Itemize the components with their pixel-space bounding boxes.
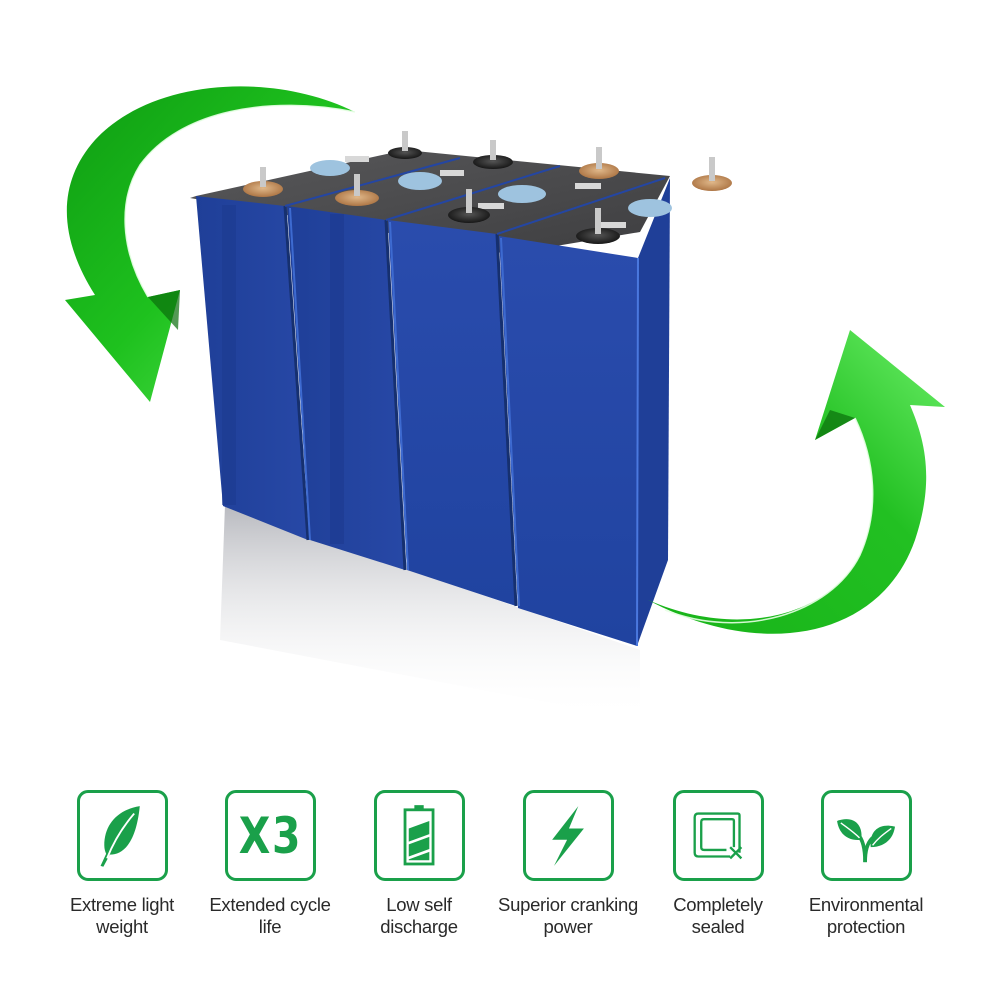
feather-icon xyxy=(100,806,140,867)
feature-light-weight: Extreme light weight xyxy=(47,790,197,938)
battery-cell-2 xyxy=(287,206,407,571)
battery-illustration xyxy=(65,86,945,720)
feature-label: Low self discharge xyxy=(380,894,458,937)
battery-cell-4 xyxy=(499,178,670,647)
floor-shadow xyxy=(220,505,640,720)
feature-icon-box: X3 xyxy=(224,790,316,881)
feature-label: Extended cycle life xyxy=(209,894,331,937)
feature-icon-box xyxy=(672,790,764,881)
lightning-icon xyxy=(551,806,584,866)
feature-cranking-power: Superior cranking power xyxy=(493,790,643,938)
product-scene xyxy=(65,86,945,720)
sprout-icon xyxy=(836,819,895,863)
feature-environmental: Environmental protection xyxy=(791,790,941,938)
feature-list: Extreme light weight X3 Extended cycle l… xyxy=(0,790,1000,950)
feature-icon-box xyxy=(820,790,912,881)
feature-sealed: Completely sealed xyxy=(643,790,793,938)
curved-arrow-up-icon xyxy=(648,330,945,634)
feature-icon-box xyxy=(522,790,614,881)
vent-labels xyxy=(310,160,672,217)
feature-label: Superior cranking power xyxy=(498,894,638,937)
feature-cycle-life: X3 Extended cycle life xyxy=(195,790,345,938)
feature-label: Extreme light weight xyxy=(69,894,175,937)
sealed-box-icon xyxy=(693,812,742,860)
feature-self-discharge: Low self discharge xyxy=(344,790,494,938)
feature-label: Environmental protection xyxy=(808,894,924,937)
feature-label: Completely sealed xyxy=(673,894,763,937)
curved-arrow-down-icon xyxy=(65,86,356,402)
battery-cell-3 xyxy=(388,220,518,607)
battery-icon xyxy=(403,805,434,866)
x3-icon: X3 xyxy=(238,807,302,865)
feature-icon-box xyxy=(76,790,168,881)
terminal-posts xyxy=(243,131,732,244)
feature-icon-box xyxy=(373,790,465,881)
battery-cell-1 xyxy=(196,196,310,541)
